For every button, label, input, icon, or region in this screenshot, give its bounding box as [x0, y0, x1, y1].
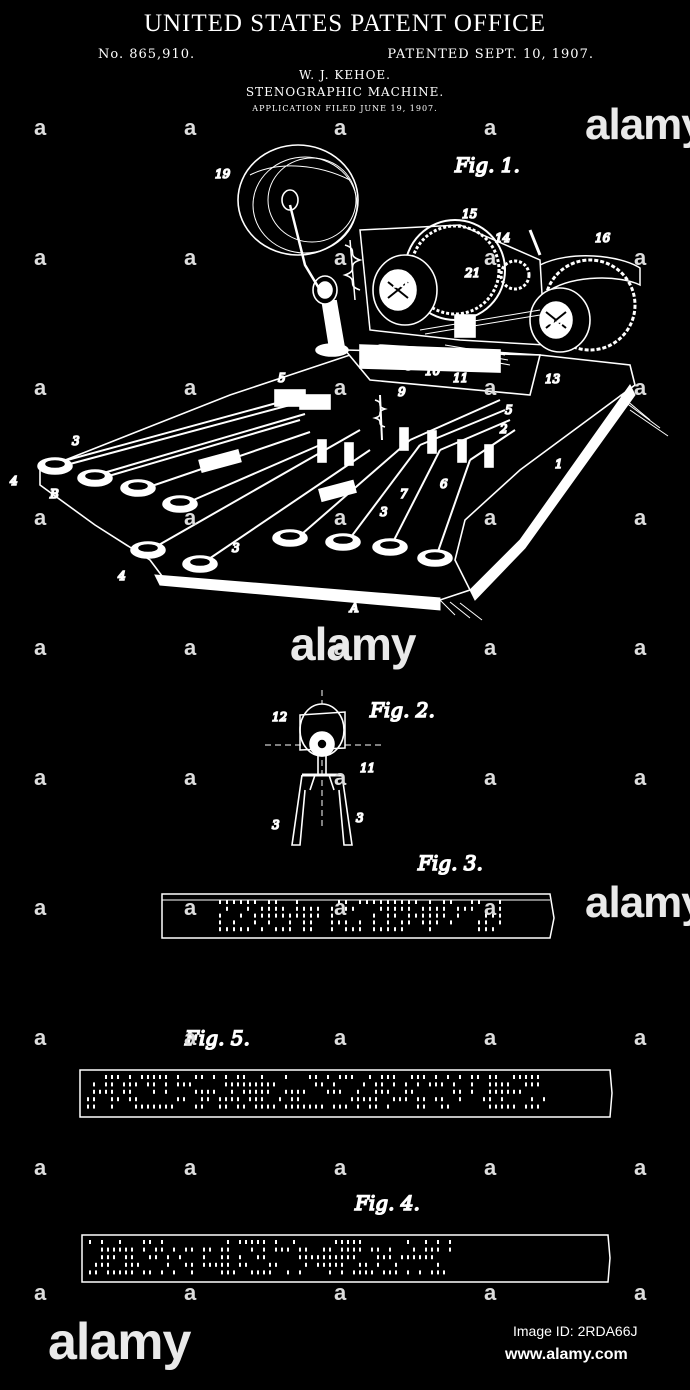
fig1-label: 3	[232, 541, 240, 555]
watermark-mark: a	[184, 895, 197, 920]
fig1-label: 6	[440, 477, 448, 491]
watermark-mark: a	[34, 115, 47, 140]
watermark-mark: a	[184, 635, 197, 660]
watermark-mark: a	[334, 1025, 347, 1050]
watermark-mark: a	[184, 245, 197, 270]
fig1-label: 18	[393, 276, 409, 290]
watermark-mark: a	[334, 765, 347, 790]
fig1-label: 19	[215, 167, 231, 181]
watermark-mark: a	[34, 245, 47, 270]
watermark-mark: a	[184, 375, 197, 400]
fig2-label: 12	[272, 710, 287, 724]
watermark-mark: a	[334, 1155, 347, 1180]
fig2-label: 3	[272, 818, 280, 832]
fig1-label: 13	[545, 372, 561, 386]
fig1-label: 8	[405, 359, 413, 373]
watermark-mark: a	[34, 635, 47, 660]
watermark-mark: a	[34, 1025, 47, 1050]
watermark-mark: a	[334, 115, 347, 140]
watermark-mark: a	[634, 1155, 647, 1180]
watermark-mark: a	[34, 505, 47, 530]
watermark-mark: a	[34, 765, 47, 790]
watermark-mark: a	[484, 765, 497, 790]
watermark-mark: a	[334, 505, 347, 530]
watermark-logo: alamy	[585, 878, 690, 928]
fig1-label: 9	[398, 385, 406, 399]
watermark-mark: a	[634, 635, 647, 660]
watermark-logo: alamy	[290, 617, 415, 671]
watermark-mark: a	[484, 115, 497, 140]
fig1-label: 2	[499, 422, 508, 436]
watermark-mark: a	[334, 245, 347, 270]
fig1-label: 4	[9, 474, 18, 488]
fig1-label: 7	[400, 487, 408, 501]
watermark-mark: a	[184, 1025, 197, 1050]
fig1-label: 17	[548, 319, 564, 333]
watermark-mark: a	[484, 375, 497, 400]
watermark-mark: a	[184, 115, 197, 140]
watermark-mark: a	[184, 765, 197, 790]
fig2-label: 3	[356, 811, 364, 825]
watermark-mark: a	[634, 505, 647, 530]
fig1-label: 10	[425, 364, 441, 378]
fig1-label: 21	[464, 266, 480, 280]
watermark-logo: alamy	[585, 100, 690, 150]
footer-logo: alamy	[48, 1312, 190, 1372]
fig2-detail: 12 11 3 3 Fig. 2.	[265, 690, 435, 845]
watermark-mark: a	[34, 375, 47, 400]
fig1-label: 16	[595, 231, 611, 245]
stock-url[interactable]: www.alamy.com	[505, 1346, 628, 1364]
fig1-label: 3	[380, 505, 388, 519]
watermark-mark: a	[334, 375, 347, 400]
fig1-label: 3	[72, 434, 80, 448]
fig1-label: 5	[278, 371, 286, 385]
fig1-caption: Fig. 1.	[454, 153, 520, 177]
watermark-mark: a	[634, 765, 647, 790]
fig1-label: 11	[453, 371, 468, 385]
watermark-mark: a	[634, 1025, 647, 1050]
watermark-mark: a	[634, 375, 647, 400]
fig1-label: 1	[555, 457, 563, 471]
fig2-label: 11	[360, 761, 375, 775]
watermark-mark: a	[484, 245, 497, 270]
watermark-mark: a	[184, 505, 197, 530]
fig3-caption: Fig. 3.	[417, 851, 483, 875]
fig1-label: B	[49, 487, 59, 501]
fig1-label: 4	[117, 569, 126, 583]
watermark-mark: a	[484, 505, 497, 530]
stock-image-id: Image ID: 2RDA66J	[513, 1323, 638, 1339]
fig1-label: 15	[462, 207, 477, 221]
fig1-label: 5	[505, 403, 513, 417]
watermark-mark: a	[184, 1155, 197, 1180]
watermark-mark: a	[484, 1025, 497, 1050]
watermark-mark: a	[634, 245, 647, 270]
watermark-mark: a	[484, 1155, 497, 1180]
watermark-mark: a	[334, 895, 347, 920]
fig1-label: A	[349, 601, 359, 615]
watermark-mark: a	[484, 635, 497, 660]
watermark-mark: a	[484, 895, 497, 920]
fig4-tape: Fig. 4.	[82, 1191, 610, 1282]
fig1-label: 14	[495, 231, 510, 245]
watermark-mark: a	[34, 895, 47, 920]
watermark-mark: a	[34, 1155, 47, 1180]
fig2-caption: Fig. 2.	[369, 698, 435, 722]
fig4-caption: Fig. 4.	[354, 1191, 420, 1215]
